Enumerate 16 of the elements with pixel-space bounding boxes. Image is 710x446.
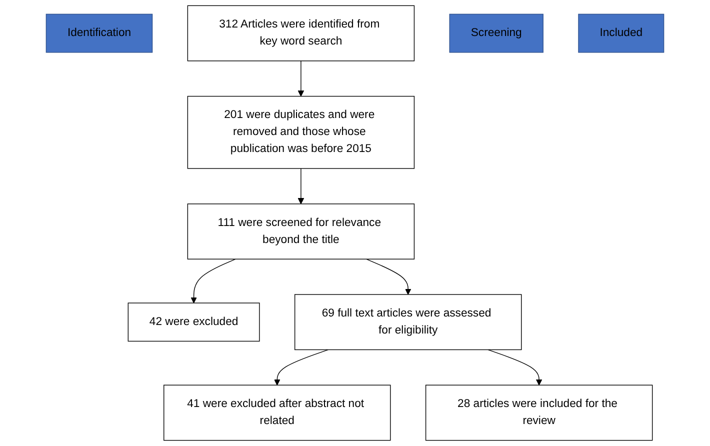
node-box: 41 were excluded after abstract not related (164, 384, 391, 441)
node-box: Identification (46, 14, 153, 53)
node-box: Screening (449, 14, 544, 53)
node-box: Included (578, 14, 664, 53)
node-box: 312 Articles were identified from key word search (187, 5, 415, 62)
node-box: 69 full text articles were assessed for eligibility (294, 294, 522, 350)
arrow (488, 349, 542, 386)
arrow (298, 60, 304, 97)
arrow (190, 258, 236, 304)
node-box: 28 articles were included for the review (425, 384, 653, 441)
node-box: 201 were duplicates and were removed and those whose publication was before 2015 (187, 96, 415, 169)
arrow (274, 349, 329, 386)
arrow (366, 258, 412, 295)
arrow (298, 168, 304, 204)
node-box: 42 were excluded (128, 302, 260, 342)
node-box: 111 were screened for relevance beyond the title (187, 204, 415, 260)
